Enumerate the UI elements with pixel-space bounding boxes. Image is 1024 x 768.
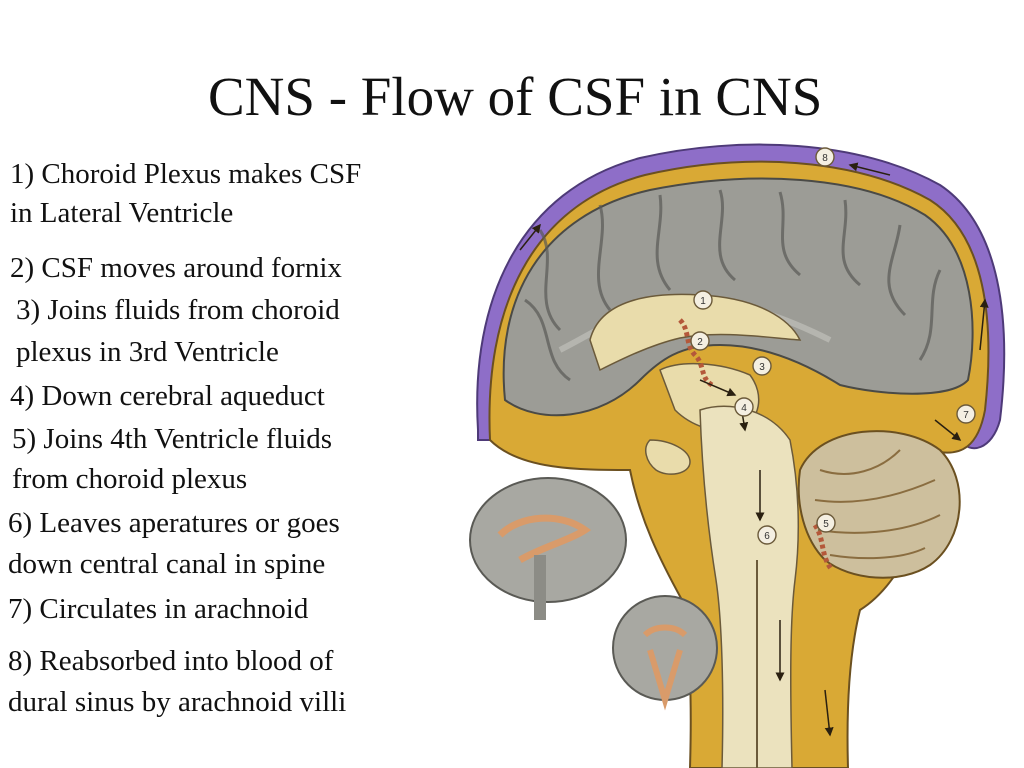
marker-5-label: 5	[823, 519, 829, 530]
marker-1-label: 1	[700, 296, 706, 307]
marker-3: 3	[752, 356, 772, 376]
marker-8: 8	[815, 147, 835, 167]
step-5-line-1: 5) Joins 4th Ventricle fluids	[12, 423, 333, 455]
marker-3-label: 3	[759, 362, 765, 373]
marker-7-label: 7	[963, 410, 969, 421]
step-3-line-2: plexus in 3rd Ventricle	[16, 336, 279, 368]
step-8-line-2: dural sinus by arachnoid villi	[8, 686, 347, 718]
step-1-line-1: 1) Choroid Plexus makes CSF	[10, 158, 362, 190]
marker-1: 1	[693, 290, 713, 310]
marker-4: 4	[734, 397, 754, 417]
step-1-line-2: in Lateral Ventricle	[10, 197, 234, 229]
step-3-line-1: 3) Joins fluids from choroid	[16, 294, 340, 326]
step-8-line-1: 8) Reabsorbed into blood of	[8, 645, 334, 677]
step-6-line-1: 6) Leaves aperatures or goes	[8, 507, 340, 539]
inset-brain-lateral	[469, 477, 627, 620]
step-5-line-2: from choroid plexus	[12, 463, 248, 495]
step-6-line-2: down central canal in spine	[8, 548, 326, 580]
marker-2-label: 2	[697, 337, 703, 348]
cerebellum	[797, 430, 961, 579]
marker-2: 2	[690, 331, 710, 351]
choroid-plexus	[678, 318, 835, 572]
marker-6: 6	[757, 525, 777, 545]
step-2-line-1: 2) CSF moves around fornix	[10, 252, 342, 284]
marker-8-label: 8	[822, 153, 828, 164]
slide-title: CNS - Flow of CSF in CNS	[208, 66, 823, 127]
brainstem-spinal-cord	[699, 405, 800, 768]
inset-brain-frontal	[612, 595, 718, 711]
marker-7: 7	[956, 404, 976, 424]
step-7-line-1: 7) Circulates in arachnoid	[8, 593, 309, 625]
marker-4-label: 4	[741, 403, 747, 414]
step-4-line-1: 4) Down cerebral aqueduct	[10, 380, 325, 412]
marker-5: 5	[816, 513, 836, 533]
marker-6-label: 6	[764, 531, 770, 542]
